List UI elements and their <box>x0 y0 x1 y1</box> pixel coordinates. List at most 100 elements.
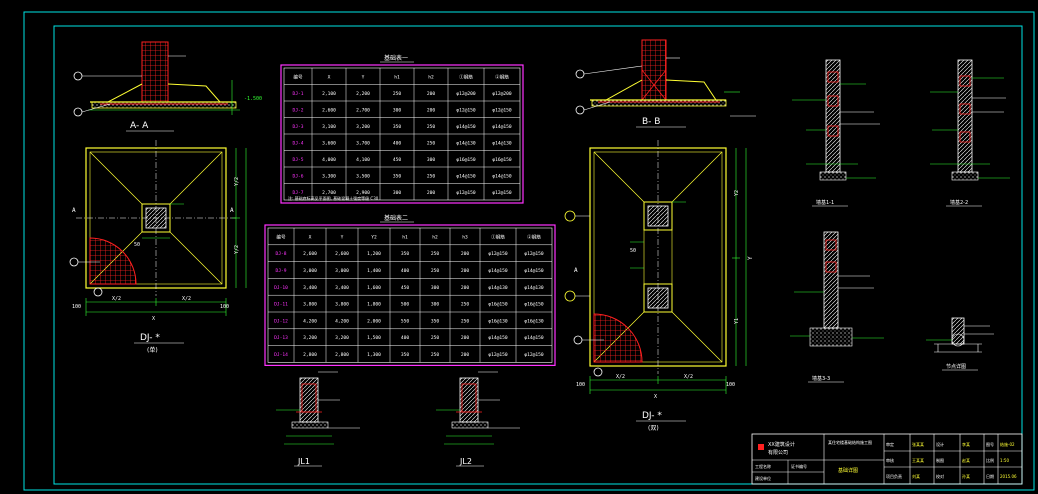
table-cell: 300 <box>431 285 440 291</box>
table-cell: φ12@150 <box>524 352 544 358</box>
table-cell: 250 <box>461 302 470 308</box>
table-cell: 200 <box>461 352 470 358</box>
table-cell: 1,500 <box>367 335 381 341</box>
title-block-cell: 比例 <box>986 457 994 463</box>
table-cell: 3,400 <box>335 285 349 291</box>
table-cell: 3,200 <box>303 335 317 341</box>
table-cell: 2,700 <box>356 107 370 113</box>
plan1-dim-x2a: X/2 <box>112 296 121 302</box>
table-cell: 3,500 <box>356 173 370 179</box>
table-header-cell: h2 <box>432 234 438 240</box>
table-cell: DJ-4 <box>292 140 303 146</box>
plan1-dim-50: 50 <box>134 242 140 248</box>
table-cell: 3,000 <box>303 268 317 274</box>
table-cell: 1,600 <box>367 285 381 291</box>
table-cell: 2,600 <box>335 251 349 257</box>
title-block-cell: 校对 <box>936 473 944 479</box>
table-cell: φ16@150 <box>488 302 508 308</box>
table-cell: DJ-3 <box>292 124 303 130</box>
plan2-dim-y2: Y2 <box>734 190 740 196</box>
table-cell: φ14@150 <box>524 335 544 341</box>
table-cell: φ14@150 <box>492 124 512 130</box>
inner-frame <box>53 25 1023 485</box>
table-cell: DJ-5 <box>292 157 303 163</box>
table-cell: DJ-6 <box>292 173 303 179</box>
title-block-cell: 1:50 <box>1000 458 1009 463</box>
table-cell: φ16@150 <box>492 157 512 163</box>
plan1-dim-x: X <box>152 316 155 322</box>
company-logo-icon <box>758 444 764 450</box>
table-cell: φ12@150 <box>488 251 508 257</box>
table-cell: 250 <box>427 140 436 146</box>
plan1-dim-100b: 100 <box>220 304 229 310</box>
beam-jl2 <box>436 371 520 445</box>
table-cell: 2,900 <box>356 190 370 196</box>
table-cell: 3,200 <box>335 335 349 341</box>
title-block-cell: 刘某 <box>912 473 920 479</box>
table-cell: φ14@130 <box>456 140 476 146</box>
table-cell: 2,700 <box>322 190 336 196</box>
wall-section-2-label: 墙基2-2 <box>950 199 968 206</box>
table-cell: φ12@150 <box>492 190 512 196</box>
table-cell: 350 <box>393 124 402 130</box>
table-cell: 400 <box>401 335 410 341</box>
table-cell: 300 <box>431 302 440 308</box>
plan1-dim-100a: 100 <box>72 304 81 310</box>
table-cell: 400 <box>401 268 410 274</box>
table-cell: 2,800 <box>335 352 349 358</box>
table-cell: 4,200 <box>335 318 349 324</box>
plan2-dim-x: X <box>654 394 657 400</box>
table-cell: φ14@150 <box>488 268 508 274</box>
table-cell: DJ-2 <box>292 107 303 113</box>
table-header-cell: X <box>309 234 312 240</box>
plan2-dim-x2a: X/2 <box>616 374 625 380</box>
plan-dj-single <box>69 140 247 316</box>
plan1-dim-y2a: Y/2 <box>234 177 240 186</box>
table-cell: DJ-11 <box>274 302 288 308</box>
dj-single-label: DJ- * <box>140 333 160 343</box>
table-cell: φ14@150 <box>456 173 476 179</box>
plan2-axis-a: A <box>574 267 578 274</box>
title-block-cell: 赵某 <box>962 457 970 463</box>
dj-double-sub: (双) <box>648 425 659 432</box>
table-cell: 3,700 <box>356 140 370 146</box>
table-cell: φ12@200 <box>492 91 512 97</box>
table-header-cell: X <box>328 74 331 80</box>
table-cell: φ14@130 <box>492 140 512 146</box>
table-header-cell: ①钢筋 <box>491 233 505 240</box>
section-bb <box>575 39 756 117</box>
table-cell: 350 <box>431 318 440 324</box>
table-cell: 250 <box>431 268 440 274</box>
title-block-cell: 设计 <box>936 441 944 447</box>
table-cell: 350 <box>401 352 410 358</box>
table1-note: 注: 基础底标高见平面图, 基础混凝土强度等级 C30. <box>288 195 380 201</box>
plan2-dim-x2b: X/2 <box>684 374 693 380</box>
table-cell: 200 <box>427 91 436 97</box>
jl1-label: JL1 <box>297 457 310 466</box>
table-cell: 550 <box>401 318 410 324</box>
table-cell: 200 <box>461 251 470 257</box>
table-cell: 1,300 <box>367 352 381 358</box>
plan2-dim-50: 50 <box>630 248 636 254</box>
table-header-cell: ②钢筋 <box>495 73 509 80</box>
title-block-cell: 审核 <box>886 457 894 463</box>
table-cell: DJ-10 <box>274 285 288 291</box>
table-cell: DJ-12 <box>274 318 288 324</box>
title-block-cell: 2015.06 <box>1000 474 1017 479</box>
table-cell: 3,800 <box>303 302 317 308</box>
table-cell: 3,000 <box>335 268 349 274</box>
table-cell: 2,100 <box>322 91 336 97</box>
table-cell: 300 <box>393 107 402 113</box>
table-cell: 300 <box>427 157 436 163</box>
wall-section-1-label: 墙基1-1 <box>816 199 834 206</box>
aa-section-label: A- A <box>130 121 149 131</box>
table-cell: DJ-14 <box>274 352 288 358</box>
beam-jl1 <box>276 371 360 445</box>
title-block-cell: 项目负责 <box>886 473 902 479</box>
table-header-cell: h3 <box>462 234 468 240</box>
table-header-cell: h1 <box>402 234 408 240</box>
table-cell: 2,200 <box>356 91 370 97</box>
